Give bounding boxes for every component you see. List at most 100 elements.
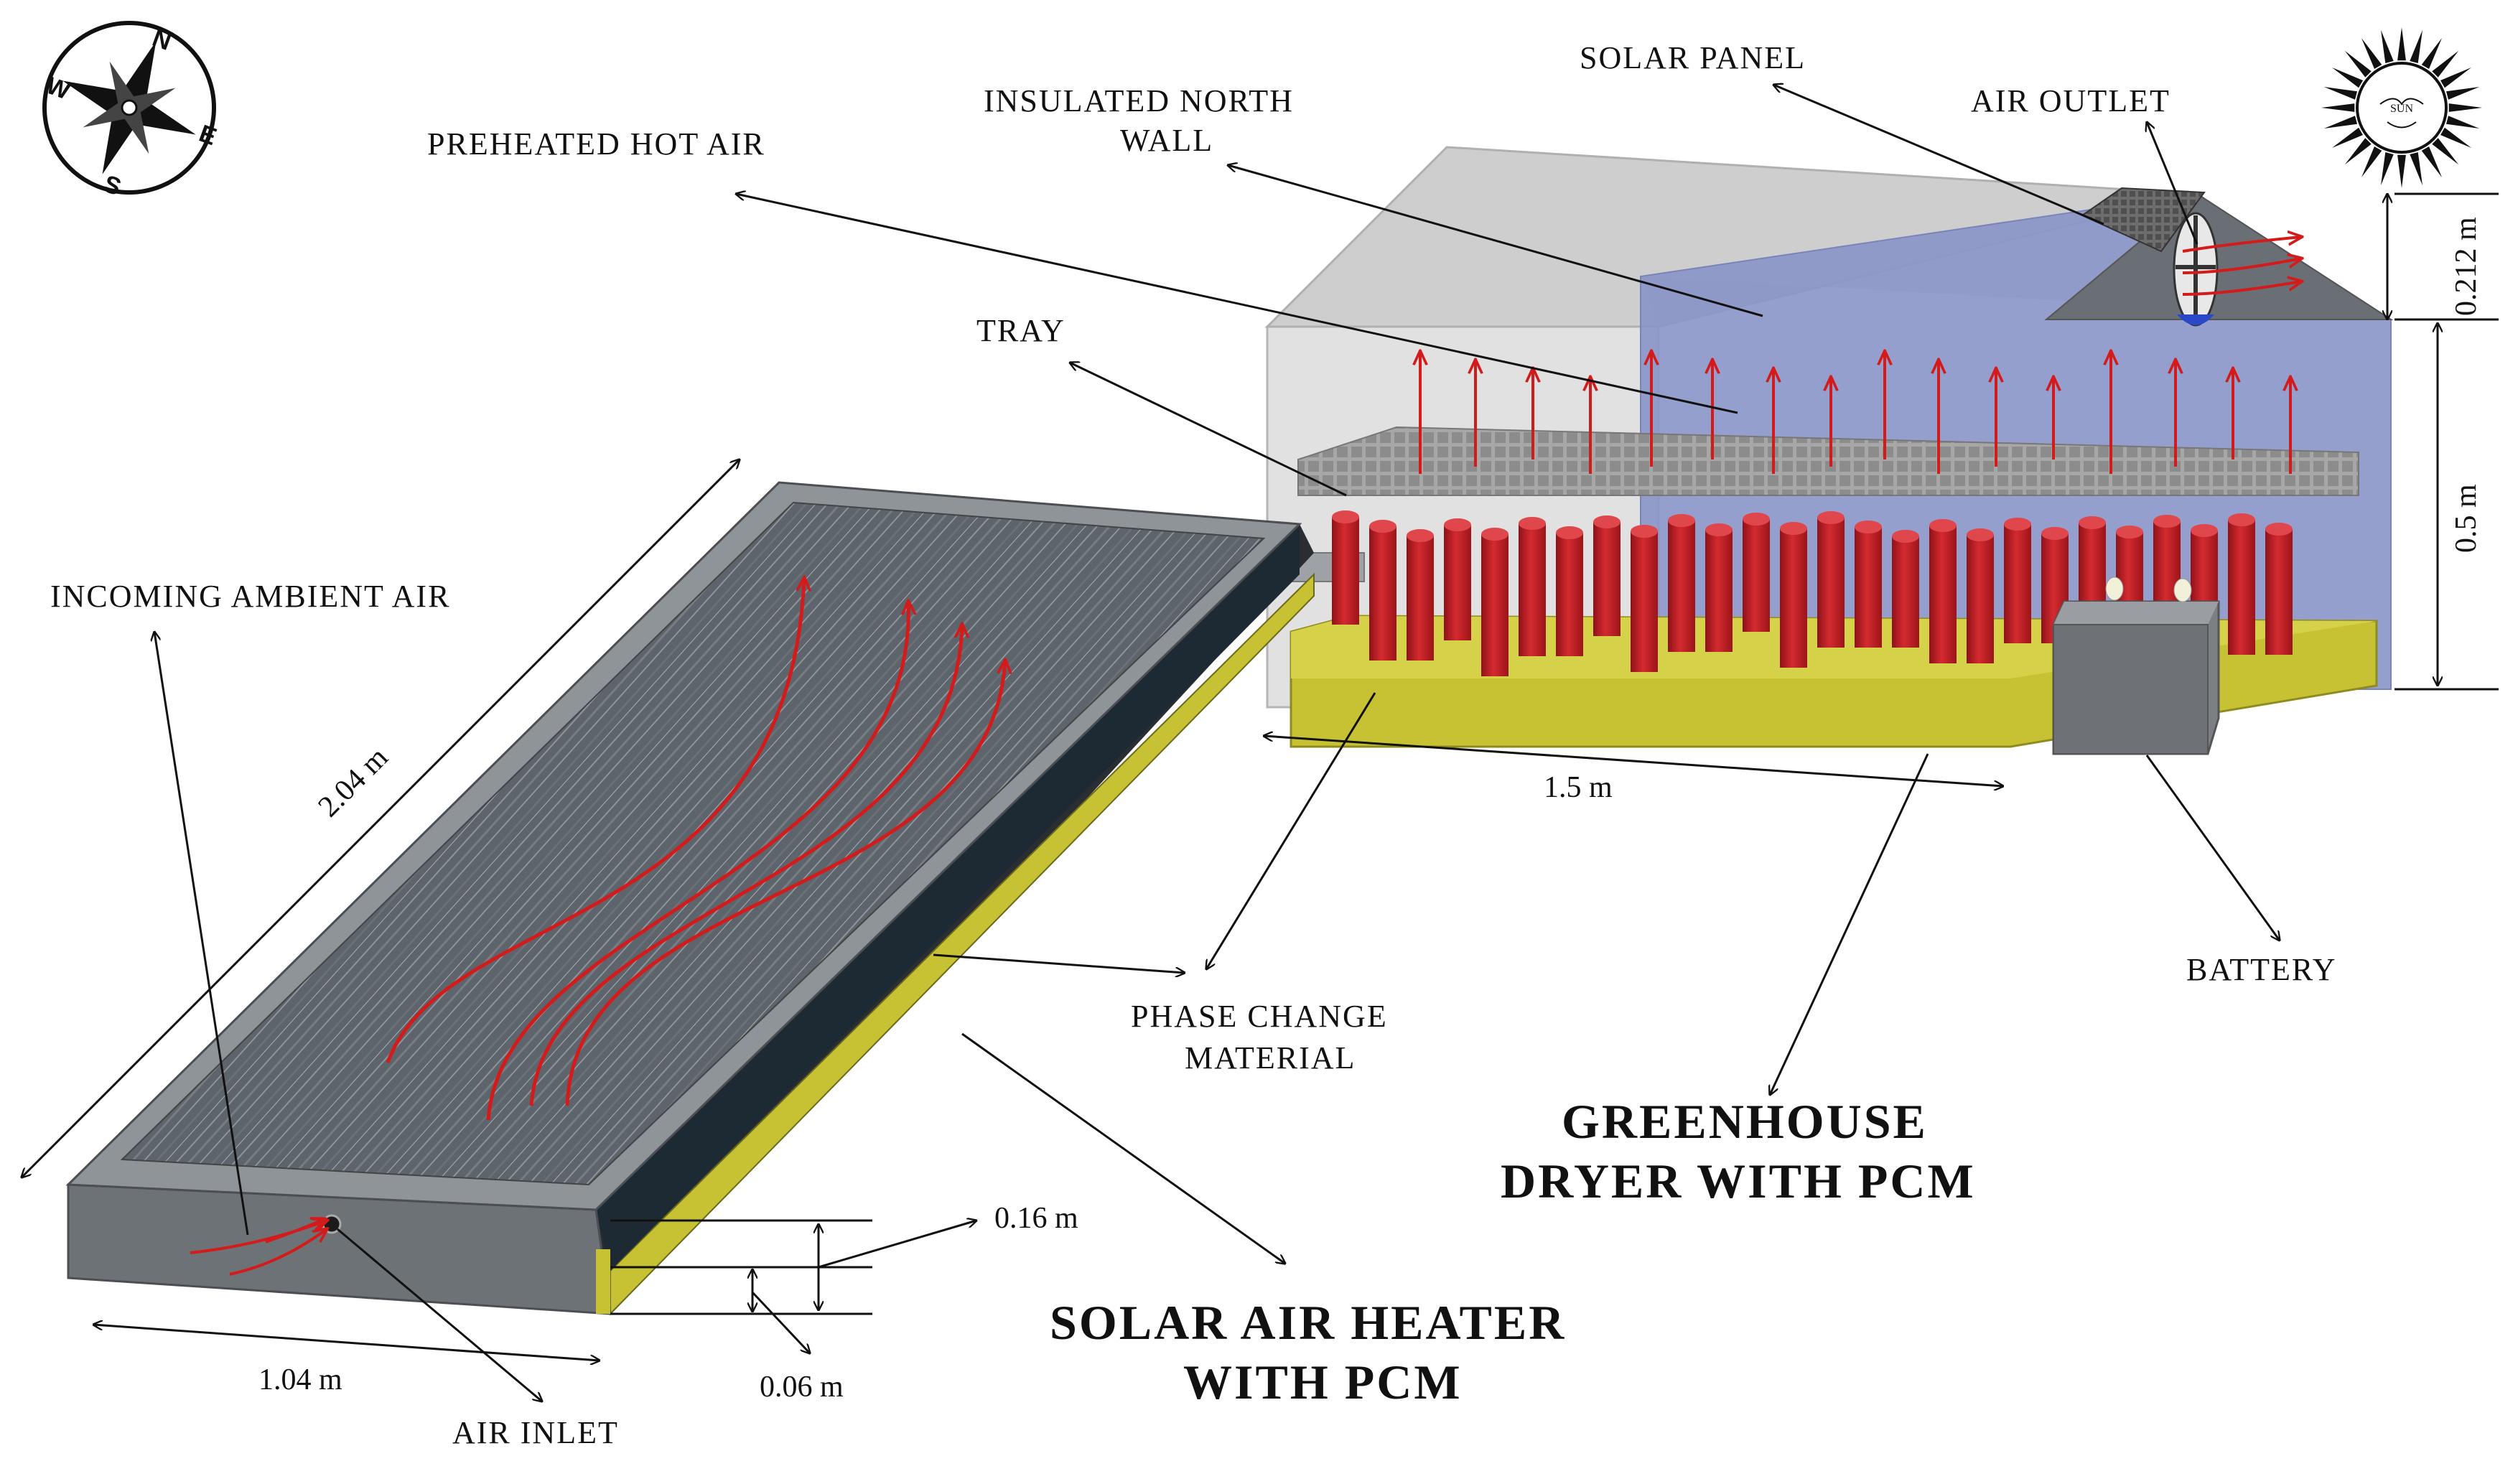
title-heater-2: WITH PCM xyxy=(1183,1355,1463,1409)
pcm-rod-cap xyxy=(2228,513,2255,526)
leader-depth xyxy=(818,1221,976,1269)
leader-greenhouse xyxy=(1770,753,1929,1095)
pcm-rod-cap xyxy=(2191,524,2218,537)
leader-pcm-thickness xyxy=(751,1291,810,1353)
pcm-rod xyxy=(1407,536,1434,661)
dim-line-collector-width xyxy=(93,1325,600,1361)
sun-ray xyxy=(2344,50,2372,78)
battery xyxy=(2052,577,2220,755)
pcm-rod xyxy=(1481,534,1509,676)
sun-ray xyxy=(2332,127,2363,148)
leader-preheated-air xyxy=(736,194,1738,414)
pcm-rod xyxy=(1929,526,1957,663)
compass-n: N xyxy=(149,24,174,56)
air-outlet-fan xyxy=(2173,212,2219,327)
pcm-rod xyxy=(1855,527,1882,648)
tray xyxy=(1297,426,2359,496)
sun-ray xyxy=(2432,138,2459,165)
label-north-wall-1: INSULATED NORTH xyxy=(984,83,1294,118)
leader-pcm-2 xyxy=(933,953,1185,973)
pcm-rod xyxy=(1668,521,1695,652)
pcm-rod-cap xyxy=(2079,516,2106,529)
sun-ray xyxy=(2323,116,2357,129)
sun-ray xyxy=(2397,27,2406,61)
dim-collector-depth: 0.16 m xyxy=(994,1202,1078,1235)
label-preheated-air: PREHEATED HOT AIR xyxy=(427,126,765,162)
greenhouse-airflow-arrows xyxy=(1420,352,2290,474)
sun-icon: SUN xyxy=(2321,27,2482,188)
title-greenhouse-1: GREENHOUSE xyxy=(1562,1094,1928,1149)
sun-ray xyxy=(2448,103,2482,112)
dim-collector-length: 2.04 m xyxy=(312,741,395,823)
pcm-rod xyxy=(2004,524,2031,643)
sun-ray xyxy=(2361,146,2382,177)
solar-panel xyxy=(2080,187,2206,253)
pcm-rod xyxy=(1705,530,1733,652)
dim-line-collector-length xyxy=(22,459,740,1177)
label-tray: TRAY xyxy=(976,313,1066,348)
pcm-rod-cap xyxy=(1929,519,1957,532)
leader-incoming-air xyxy=(154,632,249,1236)
dim-wall-height: 0.5 m xyxy=(2450,484,2483,553)
labels: SOLAR PANEL AIR OUTLET INSULATED NORTH W… xyxy=(50,40,2483,1450)
label-pcm-1: PHASE CHANGE xyxy=(1131,999,1388,1034)
sun-ray xyxy=(2432,50,2459,78)
sun-ray xyxy=(2440,127,2471,148)
pcm-rod-cap xyxy=(2265,523,2293,536)
pcm-rod-cap xyxy=(1519,517,1546,530)
leader-pcm-1 xyxy=(1206,692,1376,969)
compass-s: S xyxy=(100,170,124,201)
pcm-rod-cap xyxy=(1817,511,1845,524)
pcm-rod xyxy=(1556,533,1583,656)
pcm-rod xyxy=(1519,523,1546,656)
dim-collector-width: 1.04 m xyxy=(258,1363,342,1396)
label-air-outlet: AIR OUTLET xyxy=(1971,83,2170,118)
leader-solar-panel xyxy=(1773,85,2104,225)
leader-air-outlet xyxy=(2147,122,2198,245)
sun-ray xyxy=(2381,152,2394,186)
pcm-rod-cap xyxy=(1593,515,1621,528)
leader-tray xyxy=(1070,363,1347,497)
sun-ray xyxy=(2410,152,2423,186)
leader-solar-heater xyxy=(961,1032,1285,1264)
pcm-rod xyxy=(1593,522,1621,636)
dim-dryer-length: 1.5 m xyxy=(1544,771,1613,804)
label-north-wall-2: WALL xyxy=(1120,123,1213,158)
pcm-rod xyxy=(2228,520,2255,655)
pcm-rods xyxy=(1332,510,2293,676)
outlet-airflow-arrows xyxy=(2182,237,2301,296)
sun-ray xyxy=(2323,87,2357,100)
greenhouse-dryer xyxy=(1264,146,2394,755)
pcm-rod xyxy=(1780,528,1807,668)
collector-end-face-pcm xyxy=(596,1249,610,1314)
sun-ray xyxy=(2381,29,2394,63)
pcm-rod xyxy=(1743,519,1770,632)
title-heater-1: SOLAR AIR HEATER xyxy=(1050,1295,1566,1350)
pcm-rod-cap xyxy=(1668,514,1695,527)
sun-ray xyxy=(2446,116,2480,129)
pcm-rod-cap xyxy=(1892,530,1919,543)
pcm-rod xyxy=(1892,536,1919,648)
pcm-rod-cap xyxy=(1780,522,1807,535)
pcm-rod-cap xyxy=(1967,528,1994,541)
sun-ray xyxy=(2361,38,2382,69)
pcm-rod-cap xyxy=(1332,510,1359,523)
inlet-airflow-arrows xyxy=(190,1219,327,1276)
pcm-rod xyxy=(1817,518,1845,648)
pcm-rod-cap xyxy=(2153,515,2181,528)
sun-ray xyxy=(2421,146,2442,177)
pcm-rod xyxy=(1631,531,1658,672)
pcm-rod-cap xyxy=(2116,526,2143,538)
dim-roof-height: 0.212 m xyxy=(2450,217,2483,316)
pcm-rod xyxy=(2265,529,2293,655)
label-solar-panel: SOLAR PANEL xyxy=(1580,40,1806,75)
pcm-rod-cap xyxy=(1369,520,1396,533)
compass-rose: N E S W xyxy=(42,21,220,201)
sun-ray xyxy=(2410,29,2423,63)
pcm-rod-cap xyxy=(1743,513,1770,526)
compass-w: W xyxy=(42,72,74,106)
label-battery: BATTERY xyxy=(2186,952,2337,987)
dimension-lines xyxy=(22,192,2499,1361)
pcm-rod xyxy=(1967,535,1994,663)
